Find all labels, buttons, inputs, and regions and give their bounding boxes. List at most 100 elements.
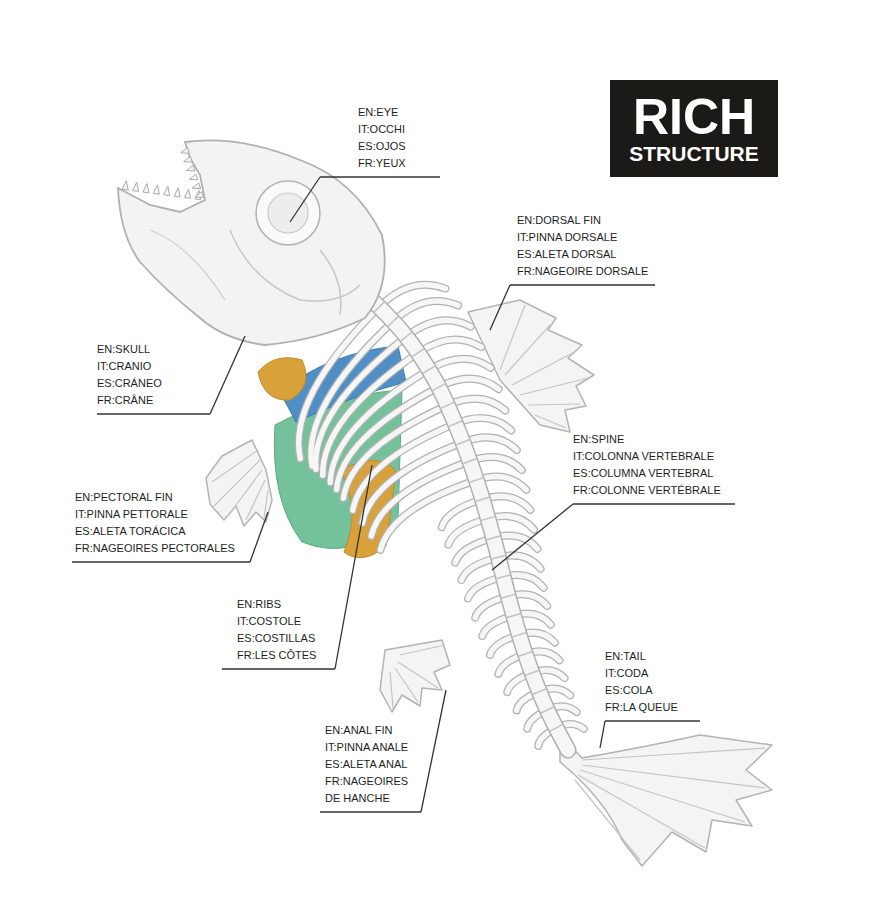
- vertebra-joint: [388, 317, 398, 327]
- tooth: [164, 186, 170, 195]
- tooth: [153, 185, 159, 194]
- part-label: IT:COLONNA VERTEBRALE: [573, 448, 721, 465]
- vertebra-joint: [550, 725, 562, 731]
- part-label: EN:EYE: [358, 104, 406, 121]
- label-underline: [510, 284, 655, 285]
- badge-box: RICHSTRUCTURE: [610, 80, 778, 177]
- vertebra-joint: [519, 652, 532, 657]
- vertebra-joint: [401, 332, 412, 341]
- part-label: FR:LES CÔTES: [237, 647, 316, 664]
- leader-line: [290, 177, 320, 222]
- leader-line: [492, 504, 573, 570]
- label-underline: [320, 176, 440, 177]
- tooth: [189, 174, 198, 180]
- vertebra-joint: [463, 459, 476, 464]
- spine-process: [418, 339, 481, 352]
- leader-line: [335, 465, 372, 669]
- part-label: FR:NAGEOIRE DORSALE: [517, 263, 648, 280]
- fin-rays: [390, 645, 445, 708]
- part-label: EN:RIBS: [237, 596, 316, 613]
- part-label: ES:ALETA ANAL: [325, 756, 417, 773]
- rib: [380, 480, 476, 550]
- label-underline: [72, 561, 250, 562]
- part-label: FR:COLONNE VERTÉBRALE: [573, 482, 721, 499]
- vertebra-joint: [470, 478, 483, 482]
- tooth: [192, 183, 201, 189]
- callout-group: EN:RIBSIT:COSTOLEES:COSTILLASFR:LES CÔTE…: [237, 596, 316, 664]
- part-label: ES:ALETA DORSAL: [517, 246, 648, 263]
- tail-fin: [560, 735, 772, 866]
- part-label: EN:TAIL: [605, 648, 678, 665]
- tooth: [122, 181, 128, 190]
- part-label: ES:CRÁNEO: [97, 375, 162, 392]
- part-label: IT:COSTOLE: [237, 613, 316, 630]
- rib: [343, 405, 447, 498]
- fin-rays: [500, 305, 588, 428]
- leader-line: [490, 285, 510, 330]
- part-label: FR:NAGEOIRES DE HANCHE: [325, 773, 417, 807]
- leader-line: [600, 721, 605, 748]
- spine-outline: [372, 300, 568, 750]
- vertebra-joint: [502, 594, 516, 598]
- part-label: IT:CRANIO: [97, 358, 162, 375]
- spine-process: [406, 320, 470, 336]
- vertebra-joint: [449, 421, 462, 426]
- jaw-line: [150, 230, 225, 300]
- spine-process-outline: [418, 339, 481, 352]
- vertebra-joint: [481, 517, 494, 521]
- skull: [118, 140, 385, 345]
- vertebra-joint: [456, 440, 469, 445]
- pectoral-fin: [206, 440, 272, 526]
- tooth: [181, 148, 190, 154]
- rib: [371, 461, 470, 536]
- callout-group: EN:DORSAL FINIT:PINNA DORSALEES:ALETA DO…: [517, 212, 648, 280]
- vertebra-joint: [541, 707, 554, 713]
- label-underline: [573, 503, 735, 504]
- vertebra-joint: [512, 633, 525, 637]
- part-label: IT:PINNA ANALE: [325, 739, 417, 756]
- vertebra-joint: [533, 689, 546, 694]
- callout-group: EN:PECTORAL FINIT:PINNA PETTORALEES:ALET…: [75, 489, 235, 557]
- vertebra-joint: [423, 366, 435, 373]
- callout-group: EN:EYEIT:OCCHIES:OJOSFR:YEUX: [358, 104, 406, 172]
- label-underline: [605, 720, 700, 721]
- tooth: [143, 184, 149, 193]
- part-label: ES:COLA: [605, 682, 678, 699]
- vertebra-joint: [525, 670, 538, 675]
- vertebra-joint: [433, 384, 445, 390]
- vertebra-joint: [492, 556, 506, 559]
- part-label: EN:ANAL FIN: [325, 722, 417, 739]
- vertebra-joint: [412, 349, 424, 357]
- badge-subheading: STRUCTURE: [629, 142, 759, 165]
- rib-outline: [371, 461, 470, 536]
- vertebra-joint: [496, 575, 510, 578]
- spine-process: [429, 359, 491, 370]
- spine-process-outline: [406, 320, 470, 336]
- part-label: IT:CODA: [605, 665, 678, 682]
- fin-rays: [212, 450, 268, 520]
- part-label: FR:CRÂNE: [97, 392, 162, 409]
- callout-group: EN:SPINEIT:COLONNA VERTEBRALEES:COLUMNA …: [573, 431, 721, 499]
- vertebra-joint: [476, 497, 489, 501]
- vertebra-joint: [441, 402, 454, 408]
- label-underline: [320, 811, 421, 812]
- label-underline: [97, 413, 210, 414]
- leader-line: [210, 336, 245, 414]
- callout-group: EN:TAILIT:CODAES:COLAFR:LA QUEUE: [605, 648, 678, 716]
- part-label: IT:PINNA DORSALE: [517, 229, 648, 246]
- part-label: FR:NAGEOIRES PECTORALES: [75, 540, 235, 557]
- fin-rays: [575, 748, 765, 860]
- anal-fin: [380, 640, 450, 712]
- part-label: EN:DORSAL FIN: [517, 212, 648, 229]
- part-label: FR:LA QUEUE: [605, 699, 678, 716]
- tooth: [186, 165, 195, 171]
- gill-cover-line: [320, 250, 341, 315]
- tooth: [133, 182, 139, 191]
- tooth: [184, 189, 190, 198]
- rib-outline: [380, 480, 476, 550]
- orange-organ: [258, 358, 306, 400]
- tooth: [174, 188, 180, 197]
- vertebra-joint: [374, 302, 384, 312]
- part-label: IT:PINNA PETTORALE: [75, 506, 235, 523]
- callout-group: EN:ANAL FINIT:PINNA ANALEES:ALETA ANALFR…: [325, 722, 417, 807]
